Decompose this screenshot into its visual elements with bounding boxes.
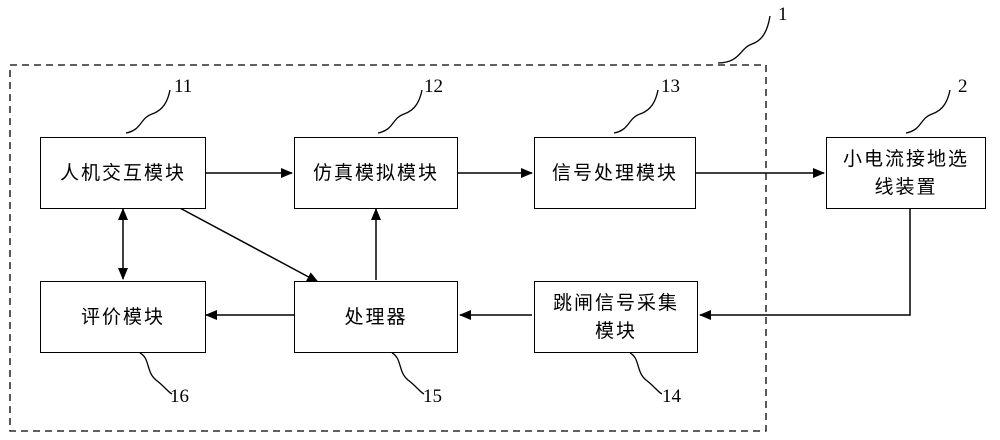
signal-processing-module-block: 信号处理模块 [534,137,696,209]
trip-signal-acquisition-label-line2: 模块 [594,320,637,342]
leader-line-signal [613,89,659,134]
ref-signal: 13 [661,76,680,97]
ref-sim: 12 [424,76,443,97]
processor-label: 处理器 [344,306,408,328]
leader-line-eval [139,352,173,395]
leader-line-trip [629,352,663,395]
line-selection-device-label-line1: 小电流接地选 [842,148,969,170]
line-selection-device-block: 小电流接地选 线装置 [826,137,986,209]
ref-line-select: 2 [958,76,968,97]
processor-block: 处理器 [294,281,458,353]
simulation-module-block: 仿真模拟模块 [294,137,458,209]
signal-processing-module-label: 信号处理模块 [551,162,678,184]
leader-line-system [717,15,771,64]
line-selection-device-label-line2: 线装置 [874,176,938,198]
leader-line-hci [125,89,171,134]
leader-line-sim [377,89,423,134]
system-boundary [9,64,767,432]
evaluation-module-label: 评价模块 [80,306,165,328]
hci-module-label: 人机交互模块 [59,162,186,184]
ref-processor: 15 [423,386,442,407]
arrow-hci-to-processor [177,206,319,283]
ref-eval: 16 [170,386,189,407]
simulation-module-label: 仿真模拟模块 [312,162,439,184]
ref-hci: 11 [174,76,193,97]
leader-line-line-select [905,89,951,134]
leader-line-processor [391,352,425,395]
arrow-line-select-to-trip [699,207,911,320]
trip-signal-acquisition-module-block: 跳闸信号采集 模块 [534,281,698,353]
evaluation-module-block: 评价模块 [40,281,206,353]
hci-module-block: 人机交互模块 [40,137,206,209]
trip-signal-acquisition-label-line1: 跳闸信号采集 [552,292,679,314]
ref-trip: 14 [662,386,681,407]
ref-system: 1 [778,4,788,25]
